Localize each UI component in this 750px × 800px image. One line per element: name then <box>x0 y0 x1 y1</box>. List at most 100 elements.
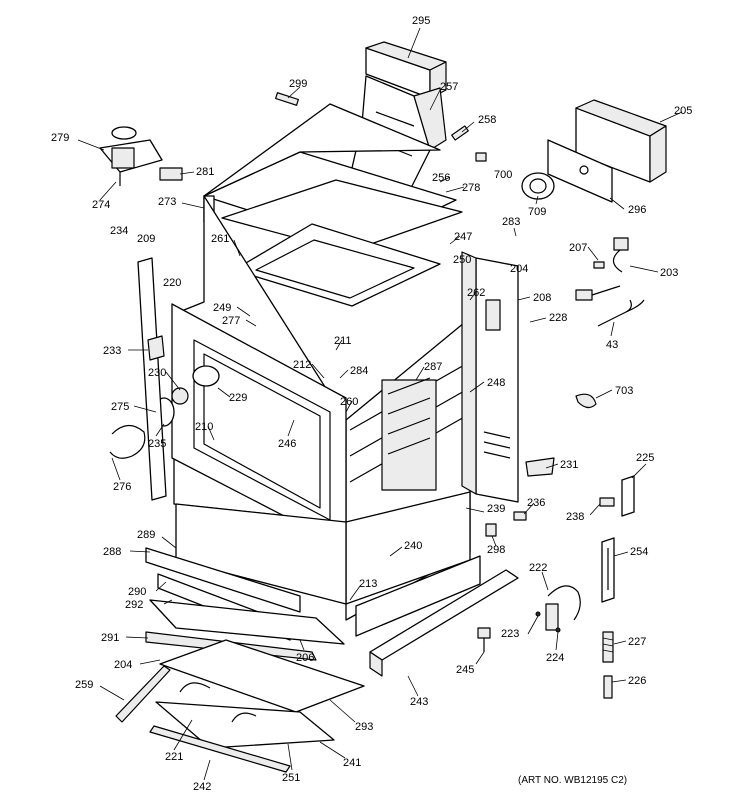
part-258 <box>451 125 469 141</box>
part-electrical <box>575 237 645 327</box>
part-ring <box>521 172 555 200</box>
part-label-208: 208 <box>533 292 551 304</box>
part-label-709: 709 <box>528 206 546 218</box>
part-label-292: 292 <box>125 599 143 611</box>
part-left-rail <box>137 257 167 501</box>
part-label-242: 242 <box>193 781 211 793</box>
part-right-side <box>461 251 519 503</box>
part-label-256: 256 <box>432 172 450 184</box>
part-label-231: 231 <box>560 459 578 471</box>
part-label-229: 229 <box>229 392 247 404</box>
part-label-204: 204 <box>510 263 528 275</box>
part-label-246: 246 <box>278 438 296 450</box>
leader-lines <box>77 27 683 781</box>
part-label-223: 223 <box>501 628 519 640</box>
part-bottom-trim <box>369 569 519 677</box>
part-label-703: 703 <box>615 385 633 397</box>
part-label-293: 293 <box>355 721 373 733</box>
part-700 <box>475 152 487 162</box>
part-label-284: 284 <box>350 365 368 377</box>
part-label-250: 250 <box>453 254 471 266</box>
part-label-243: 243 <box>410 696 428 708</box>
part-label-287: 287 <box>424 361 442 373</box>
part-label-260: 260 <box>340 396 358 408</box>
part-label-224: 224 <box>546 652 564 664</box>
part-drawer-area <box>145 503 347 661</box>
art-number: (ART NO. WB12195 C2) <box>518 775 627 786</box>
part-label-240: 240 <box>404 540 422 552</box>
part-label-251: 251 <box>282 772 300 784</box>
part-label-277: 277 <box>222 315 240 327</box>
part-label-228: 228 <box>549 312 567 324</box>
part-label-227: 227 <box>628 636 646 648</box>
part-label-239: 239 <box>487 503 505 515</box>
part-label-274: 274 <box>92 199 110 211</box>
part-label-290: 290 <box>128 586 146 598</box>
part-222 <box>535 585 581 633</box>
part-label-210: 210 <box>195 421 213 433</box>
part-label-248: 248 <box>487 377 505 389</box>
part-label-261: 261 <box>211 233 229 245</box>
part-label-281: 281 <box>196 166 214 178</box>
part-label-220: 220 <box>163 277 181 289</box>
part-springs <box>602 631 614 699</box>
part-label-295: 295 <box>412 15 430 27</box>
part-label-233: 233 <box>103 345 121 357</box>
part-label-254: 254 <box>630 546 648 558</box>
part-label-236: 236 <box>527 497 545 509</box>
part-label-276: 276 <box>113 481 131 493</box>
part-label-230: 230 <box>148 367 166 379</box>
part-label-273: 273 <box>158 196 176 208</box>
part-label-257: 257 <box>440 81 458 93</box>
part-label-283: 283 <box>502 216 520 228</box>
part-screw-299 <box>275 92 299 106</box>
part-label-278: 278 <box>462 182 480 194</box>
part-label-213: 213 <box>359 578 377 590</box>
part-valve-assembly <box>99 126 183 186</box>
part-label-209: 209 <box>137 233 155 245</box>
part-label-234: 234 <box>110 225 128 237</box>
part-label-291: 291 <box>101 632 119 644</box>
part-back-bracket <box>547 99 667 203</box>
part-231 <box>525 457 555 477</box>
part-label-43: 43 <box>606 339 618 351</box>
part-label-241: 241 <box>343 757 361 769</box>
part-label-275: 275 <box>111 401 129 413</box>
part-label-245: 245 <box>456 664 474 676</box>
part-label-262: 262 <box>467 287 485 299</box>
part-label-226: 226 <box>628 675 646 687</box>
part-label-289: 289 <box>137 529 155 541</box>
part-bottom-panel <box>155 639 365 749</box>
part-hinge <box>601 537 615 603</box>
part-label-235: 235 <box>148 438 166 450</box>
part-label-204-lower: 204 <box>114 659 132 671</box>
part-label-203: 203 <box>660 267 678 279</box>
part-label-700: 700 <box>494 169 512 181</box>
part-label-207: 207 <box>569 242 587 254</box>
part-label-238: 238 <box>566 511 584 523</box>
part-bolt <box>477 627 491 652</box>
part-number-labels: 295 257 299 258 205 279 281 700 256 278 … <box>51 15 692 793</box>
part-label-225: 225 <box>636 452 654 464</box>
part-label-249: 249 <box>213 302 231 314</box>
part-hardware <box>485 511 527 537</box>
part-label-205: 205 <box>674 105 692 117</box>
part-label-296: 296 <box>628 204 646 216</box>
part-label-288: 288 <box>103 546 121 558</box>
parts-drawing <box>99 41 667 773</box>
part-label-298: 298 <box>487 544 505 556</box>
part-label-222: 222 <box>529 562 547 574</box>
part-label-279: 279 <box>51 132 69 144</box>
part-lower-right <box>345 491 481 637</box>
part-vent-top <box>365 41 447 99</box>
part-label-258: 258 <box>478 114 496 126</box>
part-label-247: 247 <box>454 231 472 243</box>
part-label-299: 299 <box>289 78 307 90</box>
part-703 <box>575 393 597 409</box>
part-top-panels <box>203 103 463 253</box>
part-label-221: 221 <box>165 751 183 763</box>
part-225 <box>599 475 635 517</box>
part-label-211: 211 <box>334 335 352 347</box>
part-rails <box>115 665 291 773</box>
